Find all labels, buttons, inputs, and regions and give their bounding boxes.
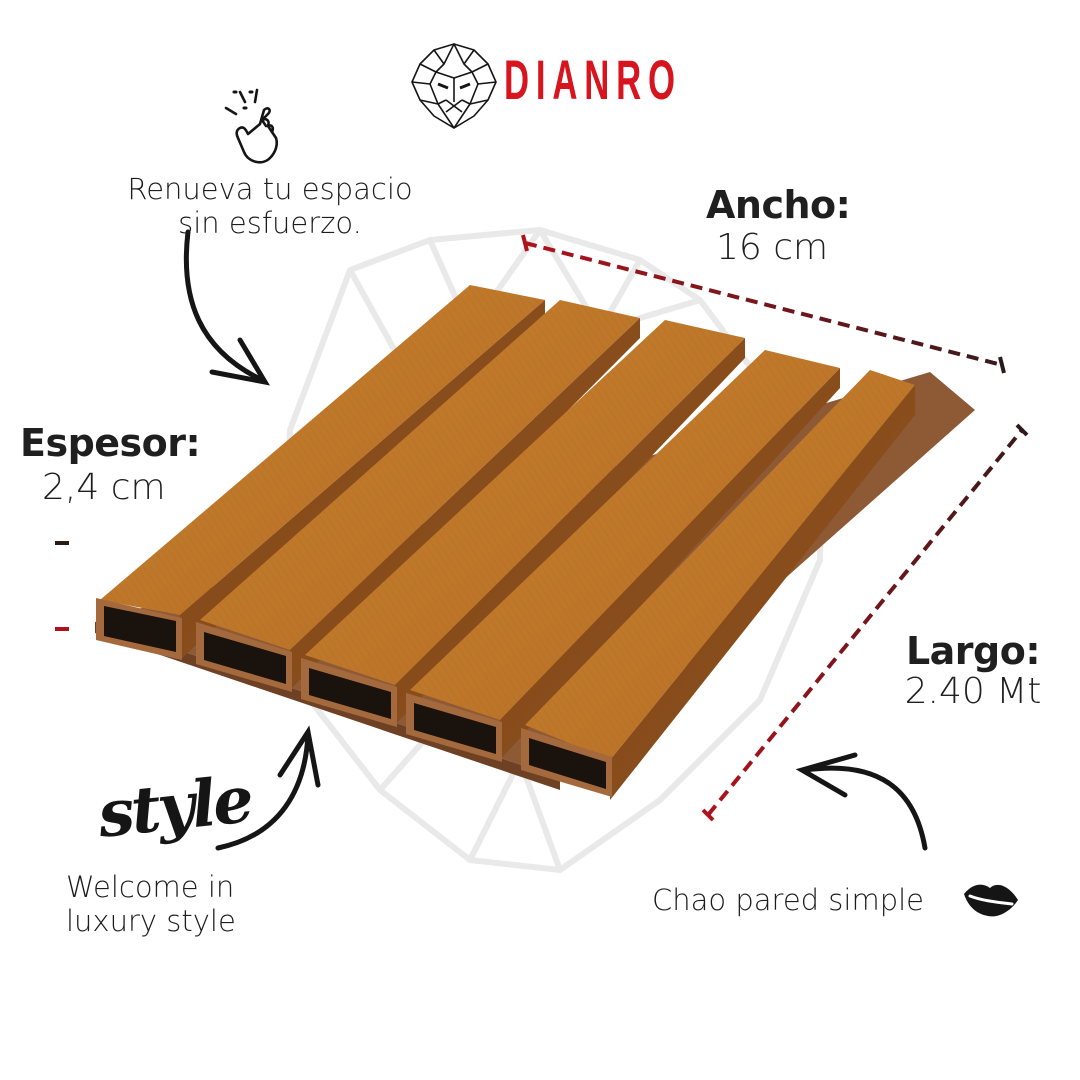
- width-label: Ancho: 16 cm: [706, 183, 851, 268]
- length-title: Largo:: [905, 629, 1041, 673]
- thickness-label: Espesor: 2,4 cm: [20, 421, 201, 508]
- length-label: Largo: 2.40 Mt: [888, 632, 1058, 710]
- slat-5: [521, 370, 915, 800]
- tagline-line-1: Welcome in: [66, 870, 235, 904]
- lips-kiss-icon: [964, 884, 1018, 917]
- width-value: 16 cm: [716, 227, 829, 268]
- width-title: Ancho:: [706, 183, 851, 227]
- arrow-icon: [795, 752, 928, 851]
- tagline-welcome: Welcome in luxury style: [66, 870, 236, 938]
- brand-name: DIANRO: [504, 48, 682, 111]
- style-script: style: [94, 762, 255, 853]
- tagline-line-2: luxury style: [66, 904, 236, 938]
- thickness-dimension-line: [55, 541, 69, 631]
- length-dimension-line: [701, 423, 1029, 822]
- arrow-icon: [183, 229, 270, 386]
- tagline-line-1: Renueva tu espacio: [127, 172, 413, 206]
- width-dimension-line: [521, 234, 1006, 374]
- brand-logo: [408, 38, 678, 133]
- finger-snap-icon: [224, 88, 279, 164]
- slat-4: [406, 350, 840, 762]
- lion-head-icon: [411, 43, 497, 129]
- tagline-line-2: sin esfuerzo.: [178, 206, 362, 240]
- thickness-value: 2,4 cm: [42, 467, 166, 508]
- arrow-icon: [215, 725, 321, 851]
- tagline-renueva: Renueva tu espacio sin esfuerzo.: [100, 172, 440, 240]
- length-value: 2.40 Mt: [904, 671, 1042, 712]
- thickness-title: Espesor:: [20, 421, 201, 465]
- tagline-chao: Chao pared simple: [652, 883, 925, 917]
